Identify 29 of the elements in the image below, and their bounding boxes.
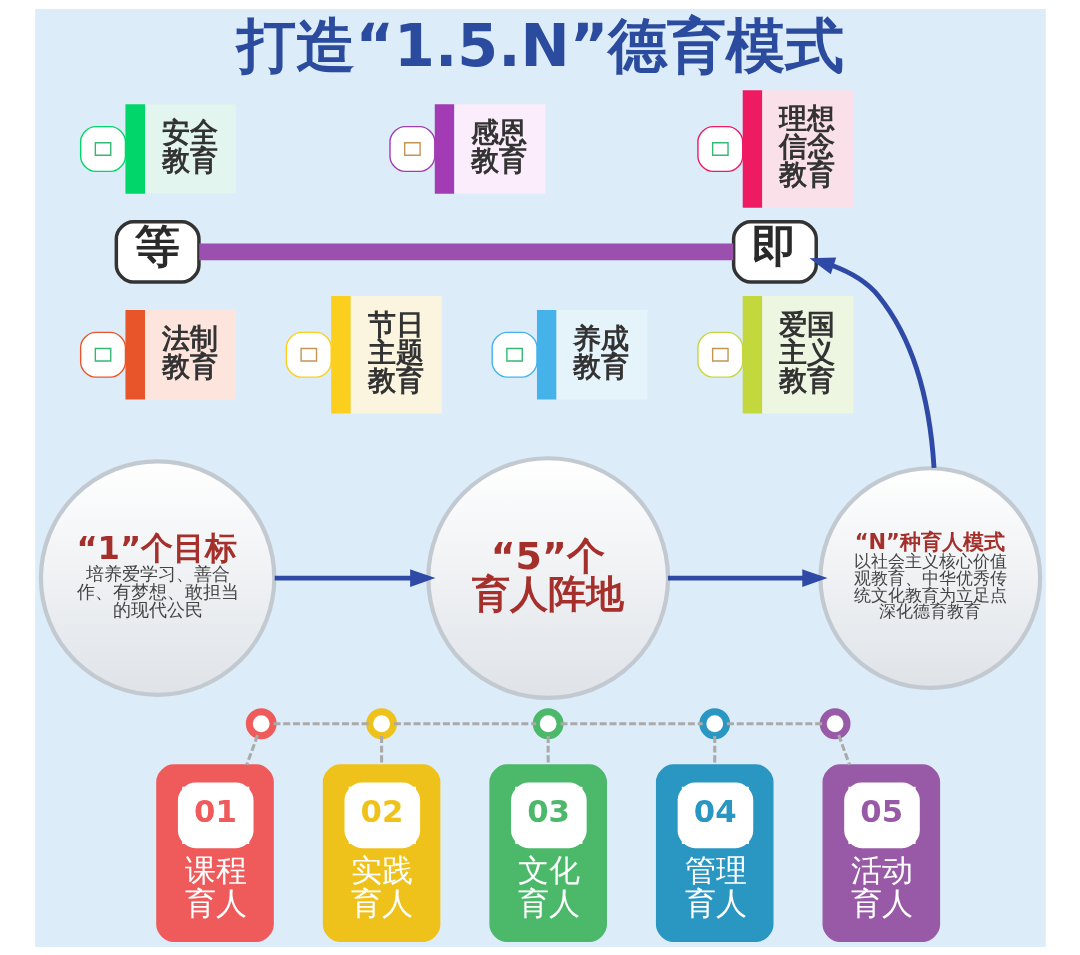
connector (712, 735, 716, 765)
connector (836, 734, 851, 765)
node-circle: “N”种育人模式 以社会主义核心价值观教育、中华优秀传统文化教育为立足点深化德育教育 (817, 465, 1042, 690)
node-circle (698, 707, 730, 739)
node-box: 即 (731, 219, 818, 284)
node-box: 等 (114, 219, 201, 284)
node-box: 05 活动育人 (822, 763, 940, 942)
connector (198, 242, 733, 260)
node-box: 01 课程育人 (155, 763, 274, 942)
node-circle (532, 707, 564, 739)
node-circle (245, 707, 277, 739)
connector (560, 721, 703, 725)
connector (393, 721, 536, 725)
node-circle (365, 707, 397, 739)
diagram-title: 打造“1.5.N”德育模式 (236, 10, 844, 80)
connector (726, 721, 823, 725)
node-box: 02 实践育人 (322, 763, 440, 942)
connector (244, 734, 259, 765)
node-circle (819, 707, 850, 739)
node-box: 03 文化育人 (488, 763, 607, 942)
arrow (808, 257, 936, 468)
connector (546, 735, 550, 765)
node-box: 04 管理育人 (655, 763, 774, 942)
arrow (274, 568, 435, 587)
arrow (667, 568, 828, 587)
connector (272, 721, 369, 725)
node-circle: “5”个育人阵地 (425, 455, 670, 700)
connector (379, 735, 383, 765)
node-circle: “1”个目标 培养爱学习、善合作、有梦想、敢担当的现代公民 (38, 458, 276, 697)
